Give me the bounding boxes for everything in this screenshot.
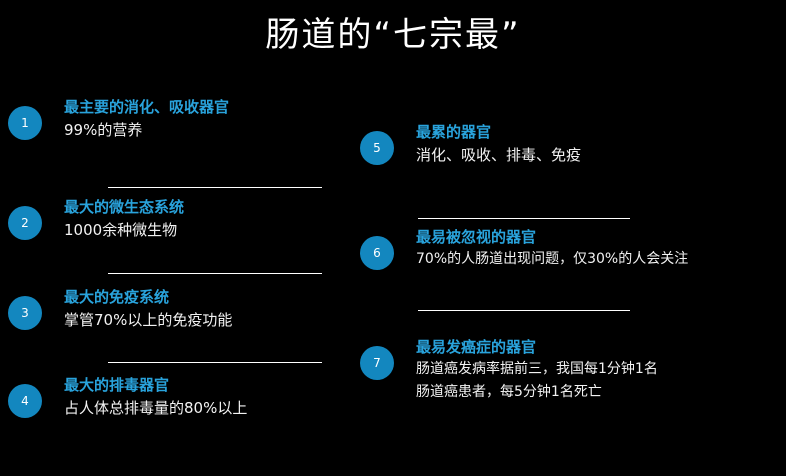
item-heading: 最易被忽视的器官 xyxy=(416,228,537,246)
item-body: 掌管70%以上的免疫功能 xyxy=(64,311,233,329)
item-body: 70%的人肠道出现问题，仅30%的人会关注 xyxy=(416,251,689,267)
item-heading: 最大的微生态系统 xyxy=(64,198,185,216)
item-body: 1000余种微生物 xyxy=(64,221,178,239)
item-text-group: 最累的器官 消化、吸收、排毒、免疫 xyxy=(416,121,786,167)
item-number-badge: 7 xyxy=(360,346,394,380)
item-number-badge: 3 xyxy=(8,296,42,330)
page-title: 肠道的“七宗最” xyxy=(265,15,521,55)
item-text-group: 最易被忽视的器官 70%的人肠道出现问题，仅30%的人会关注 xyxy=(416,226,786,271)
item-number-badge: 1 xyxy=(8,106,42,140)
divider xyxy=(418,218,630,219)
divider xyxy=(108,362,322,363)
item-heading: 最大的免疫系统 xyxy=(64,288,170,306)
item-heading: 最累的器官 xyxy=(416,123,492,141)
divider xyxy=(108,187,322,188)
item-text-group: 最易发癌症的器官 肠道癌发病率据前三，我国每1分钟1名 肠道癌患者，每5分钟1名… xyxy=(416,336,786,404)
item-body-line-1: 肠道癌发病率据前三，我国每1分钟1名 xyxy=(416,361,658,377)
item-text-group: 最大的免疫系统 掌管70%以上的免疫功能 xyxy=(64,286,444,332)
item-text-group: 最主要的消化、吸收器官 99%的营养 xyxy=(64,96,444,142)
item-number-badge: 5 xyxy=(360,131,394,165)
item-number-badge: 2 xyxy=(8,206,42,240)
item-heading: 最主要的消化、吸收器官 xyxy=(64,98,230,116)
divider xyxy=(418,310,630,311)
item-body: 占人体总排毒量的80%以上 xyxy=(64,399,248,417)
item-text-group: 最大的排毒器官 占人体总排毒量的80%以上 xyxy=(64,374,444,420)
divider xyxy=(108,273,322,274)
item-body-line-2: 肠道癌患者，每5分钟1名死亡 xyxy=(416,384,602,400)
item-heading: 最大的排毒器官 xyxy=(64,376,170,394)
item-number-badge: 4 xyxy=(8,384,42,418)
item-text-group: 最大的微生态系统 1000余种微生物 xyxy=(64,196,444,242)
item-body: 消化、吸收、排毒、免疫 xyxy=(416,146,582,164)
item-heading: 最易发癌症的器官 xyxy=(416,338,537,356)
item-number-badge: 6 xyxy=(360,236,394,270)
item-body: 99%的营养 xyxy=(64,121,143,139)
